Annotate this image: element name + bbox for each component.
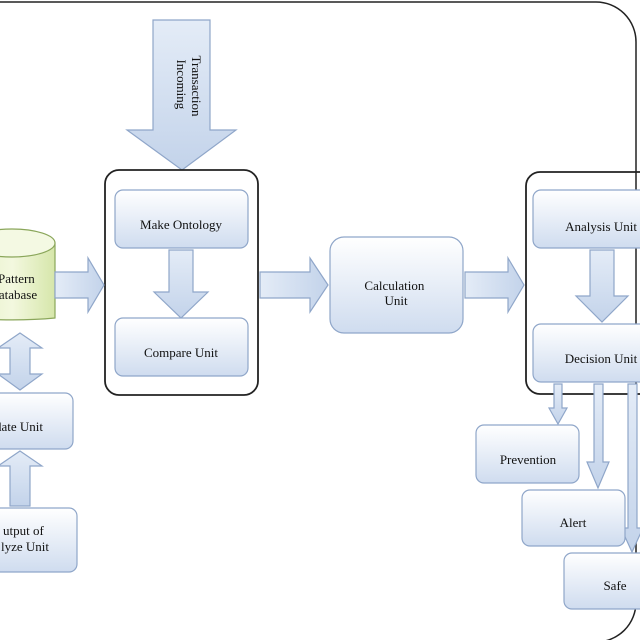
alert-box <box>521 489 626 547</box>
decision-unit-label: Decision Unit <box>565 351 638 366</box>
make-ontology-label: Make Ontology <box>140 217 222 232</box>
compare-unit-label: Compare Unit <box>144 345 218 360</box>
decision-unit-box <box>532 323 640 383</box>
ontology-group-frame <box>104 169 259 396</box>
decision-to-alert-arrow <box>586 383 610 490</box>
output-analyze-box <box>0 507 78 573</box>
prevention-label: Prevention <box>500 452 557 467</box>
calculation-to-analysis-arrow <box>464 255 525 315</box>
calculation-unit-box <box>329 236 464 334</box>
safe-box <box>563 552 640 610</box>
update-unit-box <box>0 392 74 450</box>
incoming-transaction-arrow <box>125 19 238 171</box>
decision-to-prevention-arrow <box>547 383 569 426</box>
output-analyze-label: utput of lyze Unit <box>1 523 49 554</box>
ontology-to-compare-arrow <box>152 249 210 319</box>
incoming-transaction-label: Incoming Transaction <box>174 56 204 117</box>
decision-to-safe-arrow <box>620 383 640 554</box>
pattern-database-cylinder <box>0 240 56 321</box>
safe-label: Safe <box>603 578 626 593</box>
update-unit-label: date Unit <box>0 419 43 434</box>
compare-unit-box <box>114 317 249 377</box>
analysis-unit-label: Analysis Unit <box>565 219 637 234</box>
output-to-update-arrow <box>0 450 44 507</box>
ontology-to-calculation-arrow <box>259 256 329 314</box>
pattern-database-label: Pattern atabase <box>0 271 38 302</box>
database-update-double-arrow <box>0 332 44 391</box>
make-ontology-box <box>114 189 249 249</box>
prevention-box <box>475 424 580 484</box>
analysis-unit-box <box>532 189 640 249</box>
alert-label: Alert <box>560 515 587 530</box>
calculation-unit-label: Calculation Unit <box>364 278 427 308</box>
database-to-ontology-arrow <box>54 255 105 315</box>
pattern-database-top <box>0 228 56 258</box>
analysis-to-decision-arrow <box>574 249 630 323</box>
